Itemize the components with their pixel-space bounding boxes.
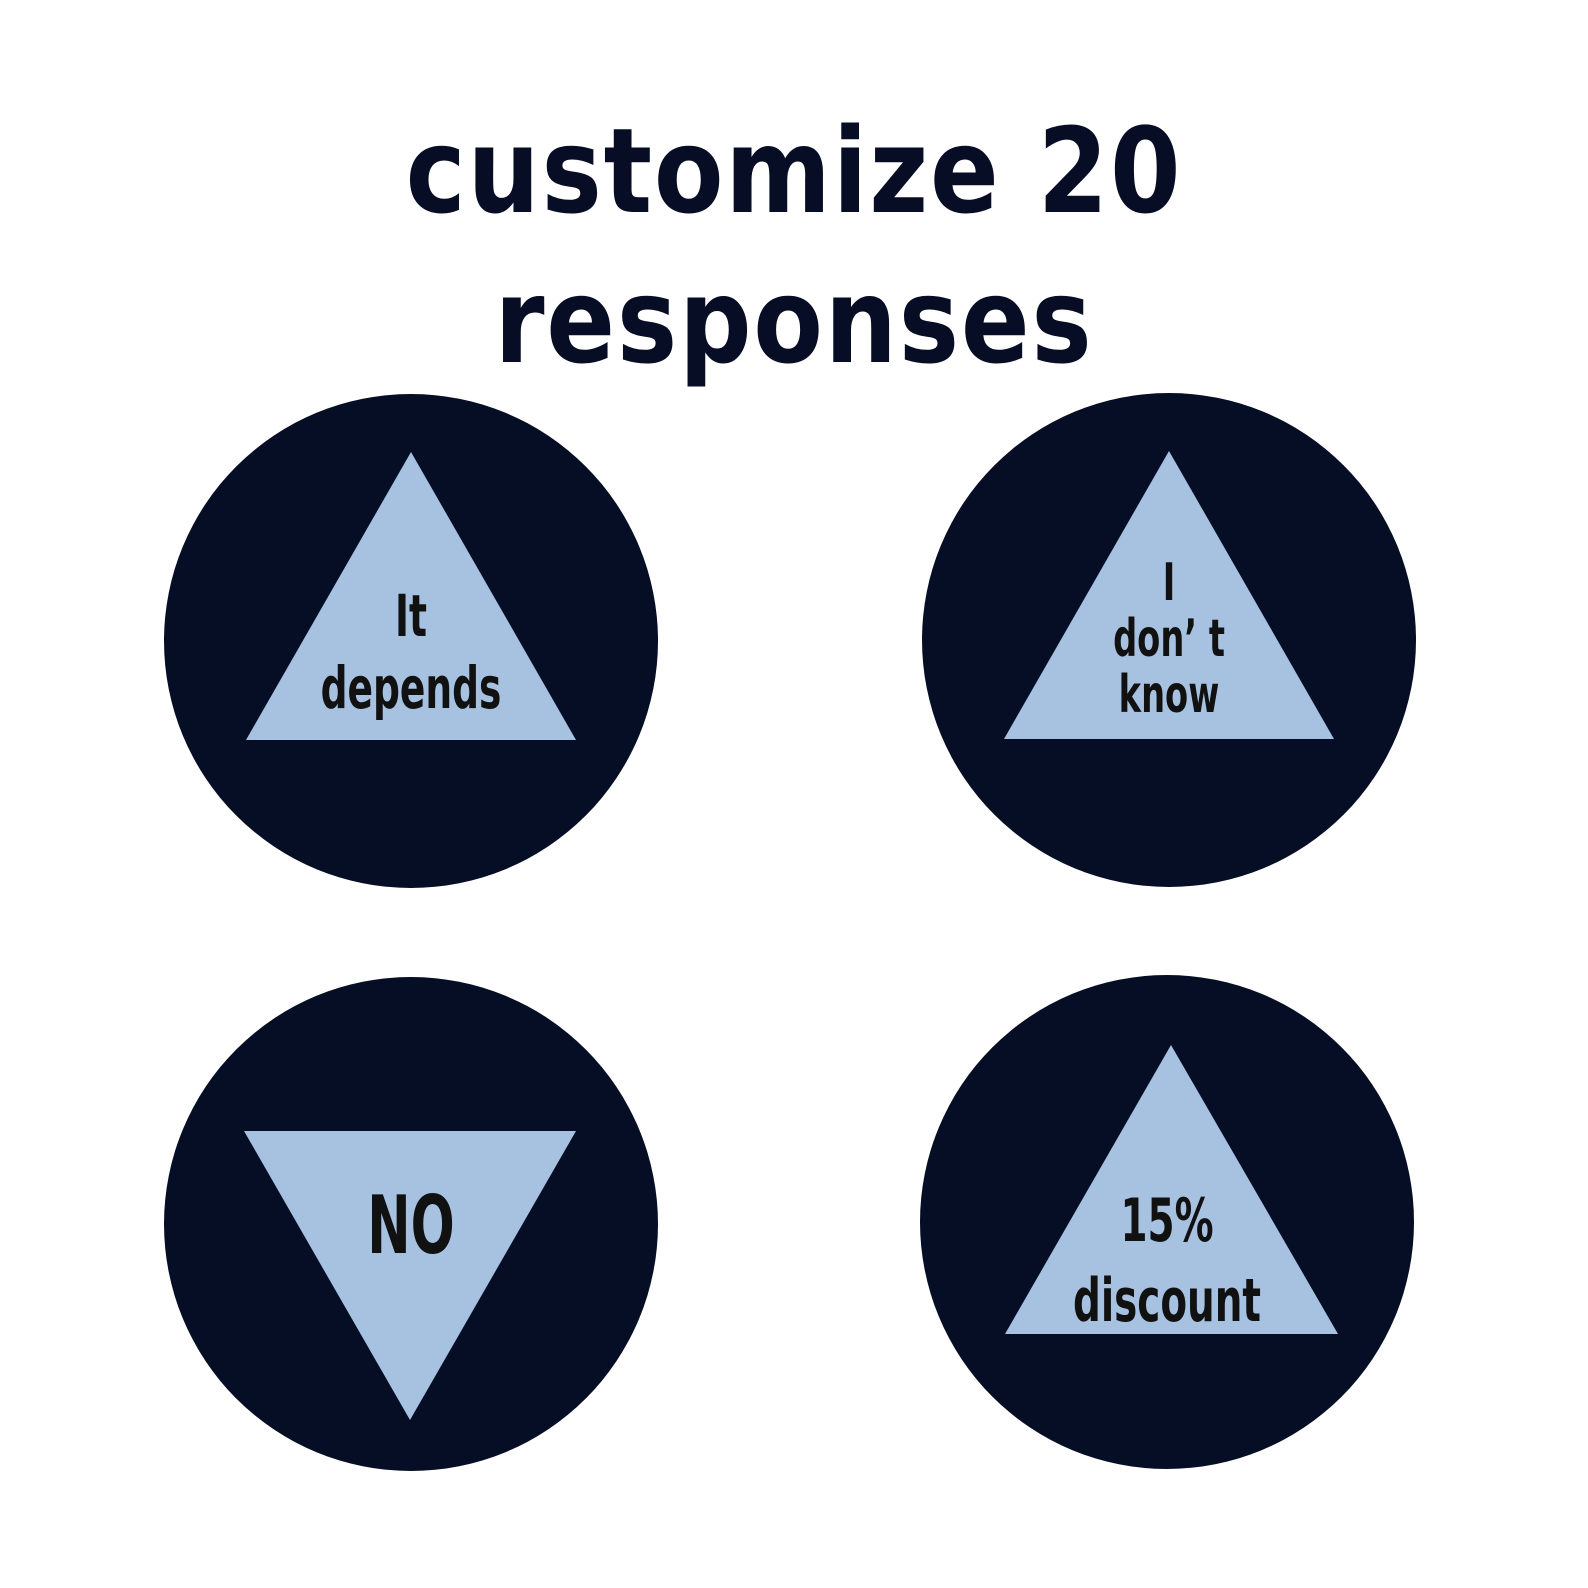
tile-triangle: [1005, 1045, 1338, 1334]
tile-label: 15% discount: [1073, 1186, 1261, 1336]
tile-label: I don’ t know: [1113, 553, 1225, 725]
tile-label: NO: [367, 1179, 455, 1272]
up-triangle-icon: [164, 394, 658, 888]
down-triangle-icon: [164, 977, 658, 1471]
page-title: customize 20 responses: [405, 102, 1183, 390]
up-triangle-icon: [922, 393, 1416, 887]
response-tile-i-dont-know: I don’ t know: [922, 393, 1416, 887]
response-tile-it-depends: It depends: [164, 394, 658, 888]
tile-triangle: [1004, 451, 1334, 739]
tile-triangle: [244, 1131, 576, 1420]
up-triangle-icon: [920, 975, 1414, 1469]
response-tile-no: NO: [164, 977, 658, 1471]
tile-label: It depends: [320, 582, 502, 722]
response-tile-15-discount: 15% discount: [920, 975, 1414, 1469]
tile-triangle: [246, 452, 576, 740]
